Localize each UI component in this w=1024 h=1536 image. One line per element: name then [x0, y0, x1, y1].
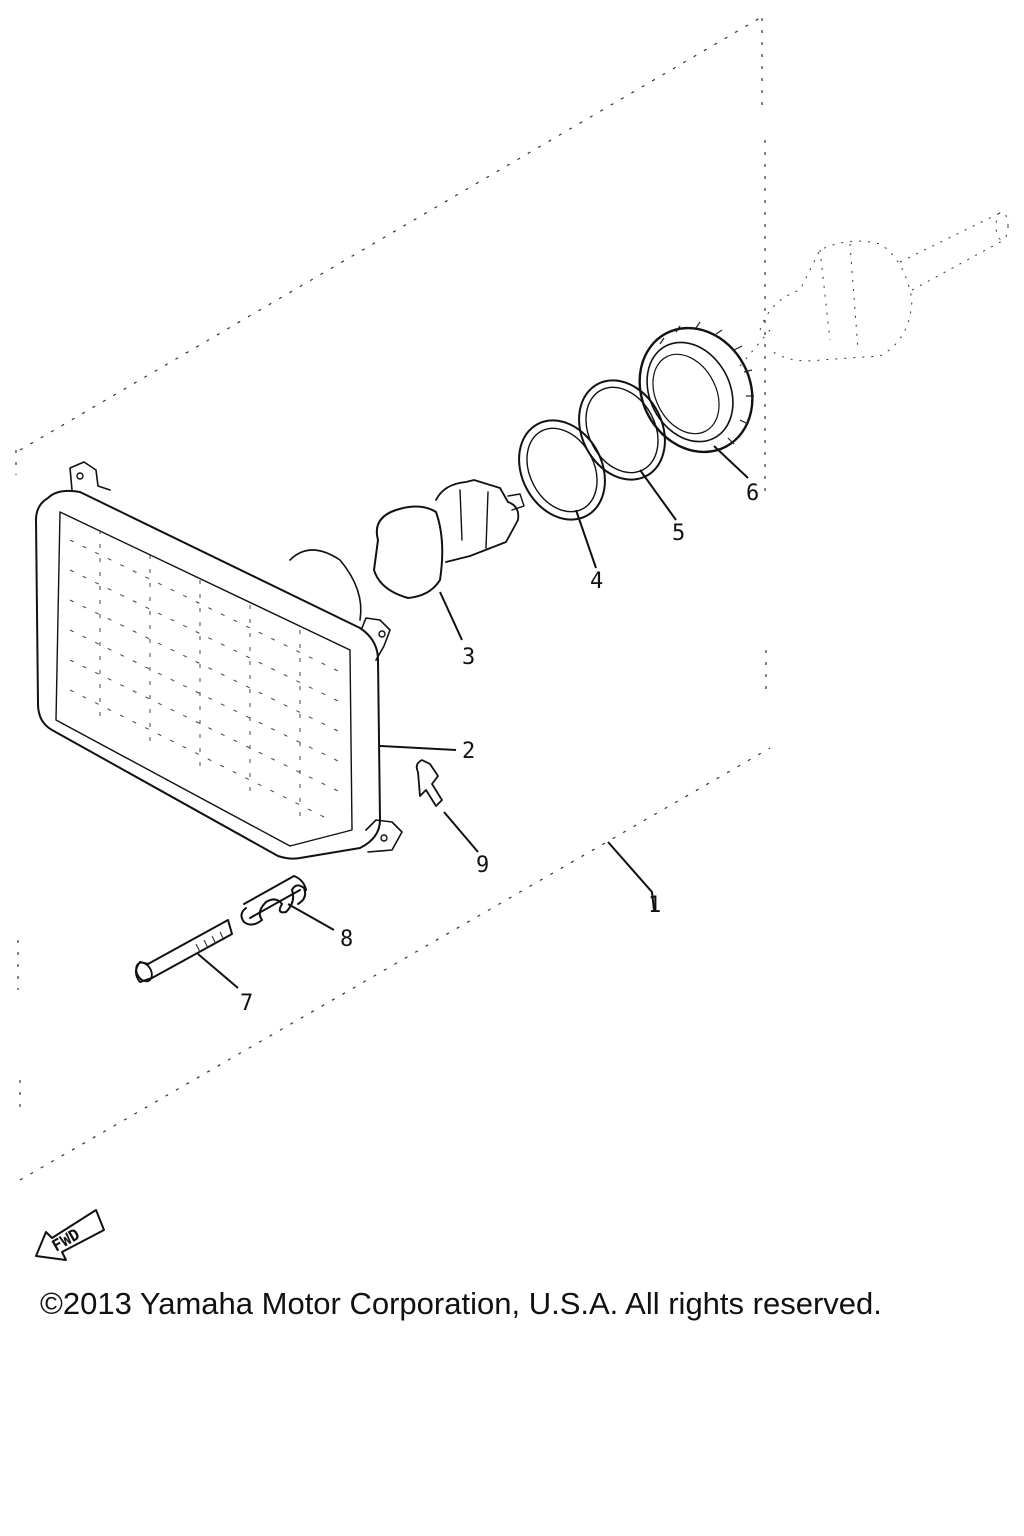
callout-5: 5 [672, 521, 685, 546]
leader-lines [197, 445, 749, 989]
callout-9: 9 [476, 853, 489, 878]
callout-2: 2 [462, 739, 475, 764]
callout-7: 7 [240, 991, 253, 1016]
copyright-notice: ©2013 Yamaha Motor Corporation, U.S.A. A… [40, 1286, 882, 1321]
assembly-boundary [15, 17, 771, 1181]
callout-6: 6 [746, 481, 759, 506]
bulb-cover [638, 321, 754, 454]
adjusting-screw [135, 919, 233, 983]
fwd-label: FWD [49, 1225, 84, 1256]
callout-1: 1 [648, 893, 661, 918]
retainer-ring [578, 379, 666, 481]
bulb [373, 479, 525, 599]
clip [415, 759, 443, 807]
exploded-parts-diagram: 1 2 3 4 5 6 7 8 9 FWD [15, 17, 1009, 1261]
callout-8: 8 [340, 927, 353, 952]
spring [240, 875, 307, 926]
fwd-arrow-icon: FWD [35, 1209, 105, 1261]
callout-4: 4 [590, 569, 603, 594]
headlight-unit [35, 461, 403, 860]
socket-wire [739, 211, 1009, 367]
callout-3: 3 [462, 645, 475, 670]
callout-labels: 1 2 3 4 5 6 7 8 9 [240, 481, 759, 1016]
